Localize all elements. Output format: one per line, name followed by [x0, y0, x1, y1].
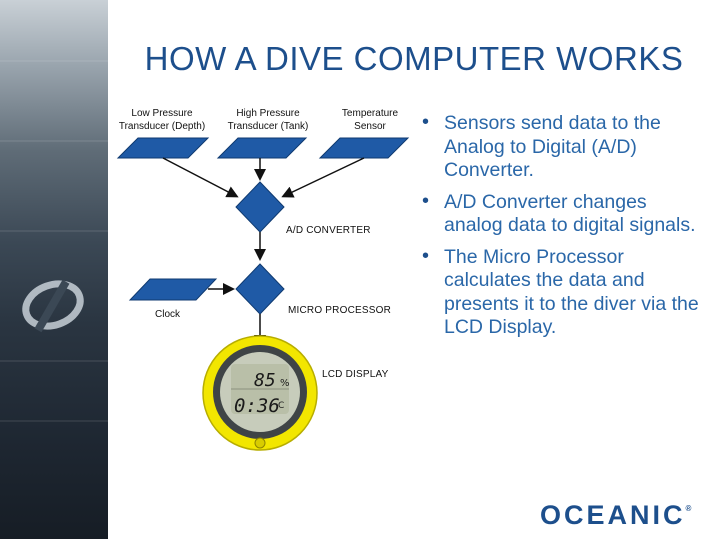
lcd-top-reading: 85 [254, 370, 276, 391]
bullet-item: • The Micro Processor calculates the data… [418, 244, 708, 340]
bullet-text: The Micro Processor calculates the data … [444, 245, 699, 339]
device-button [254, 437, 266, 449]
sensor-label-temperature-line1: Temperature [342, 108, 399, 119]
depth-sensor-block [116, 137, 210, 159]
sensor-label-depth-line1: Low Pressure [131, 108, 193, 119]
lcd-display-label: LCD DISPLAY [322, 369, 389, 380]
registered-mark: ® [685, 504, 692, 513]
lcd-bottom-reading: 0:36 [234, 395, 280, 417]
bullet-text: Sensors send data to the Analog to Digit… [444, 112, 661, 181]
sensor-label-tank-line1: High Pressure [236, 108, 300, 119]
bullet-item: • Sensors send data to the Analog to Digi… [418, 111, 708, 183]
bullet-dot-icon: • [422, 244, 430, 267]
decorative-sidebar [0, 0, 108, 539]
page-title: HOW A DIVE COMPUTER WORKS [144, 40, 684, 77]
bullet-item: • A/D Converter changes analog data to di… [418, 189, 708, 238]
oceanic-swoosh-icon [22, 279, 84, 333]
bullet-dot-icon: • [422, 111, 430, 133]
clock-block [128, 278, 218, 301]
bullet-text: A/D Converter changes analog data to dig… [444, 190, 696, 237]
tank-sensor-block [216, 137, 308, 159]
brand-logo: OCEANIC® [540, 500, 715, 532]
brand-name: OCEANIC [540, 500, 686, 530]
flow-diagram: Low Pressure Transducer (Depth) High Pre… [116, 108, 410, 451]
sensor-label-temperature-line2: Sensor [354, 121, 386, 132]
sensor-label-tank-line2: Transducer (Tank) [228, 121, 309, 132]
dive-computer-device: 85 % 0:36 C [202, 335, 318, 451]
ad-converter-label: A/D CONVERTER [286, 225, 371, 236]
clock-label: Clock [155, 309, 181, 320]
temperature-sensor-block [318, 137, 410, 159]
bullet-dot-icon: • [422, 189, 430, 212]
ad-converter-block [235, 181, 285, 233]
bullet-list: • Sensors send data to the Analog to Digi… [418, 111, 708, 348]
lcd-bottom-unit: C [278, 401, 284, 411]
micro-processor-label: MICRO PROCESSOR [288, 305, 391, 316]
sensor-label-depth-line2: Transducer (Depth) [119, 121, 205, 132]
lcd-top-unit: % [280, 378, 290, 389]
micro-processor-block [235, 263, 285, 315]
